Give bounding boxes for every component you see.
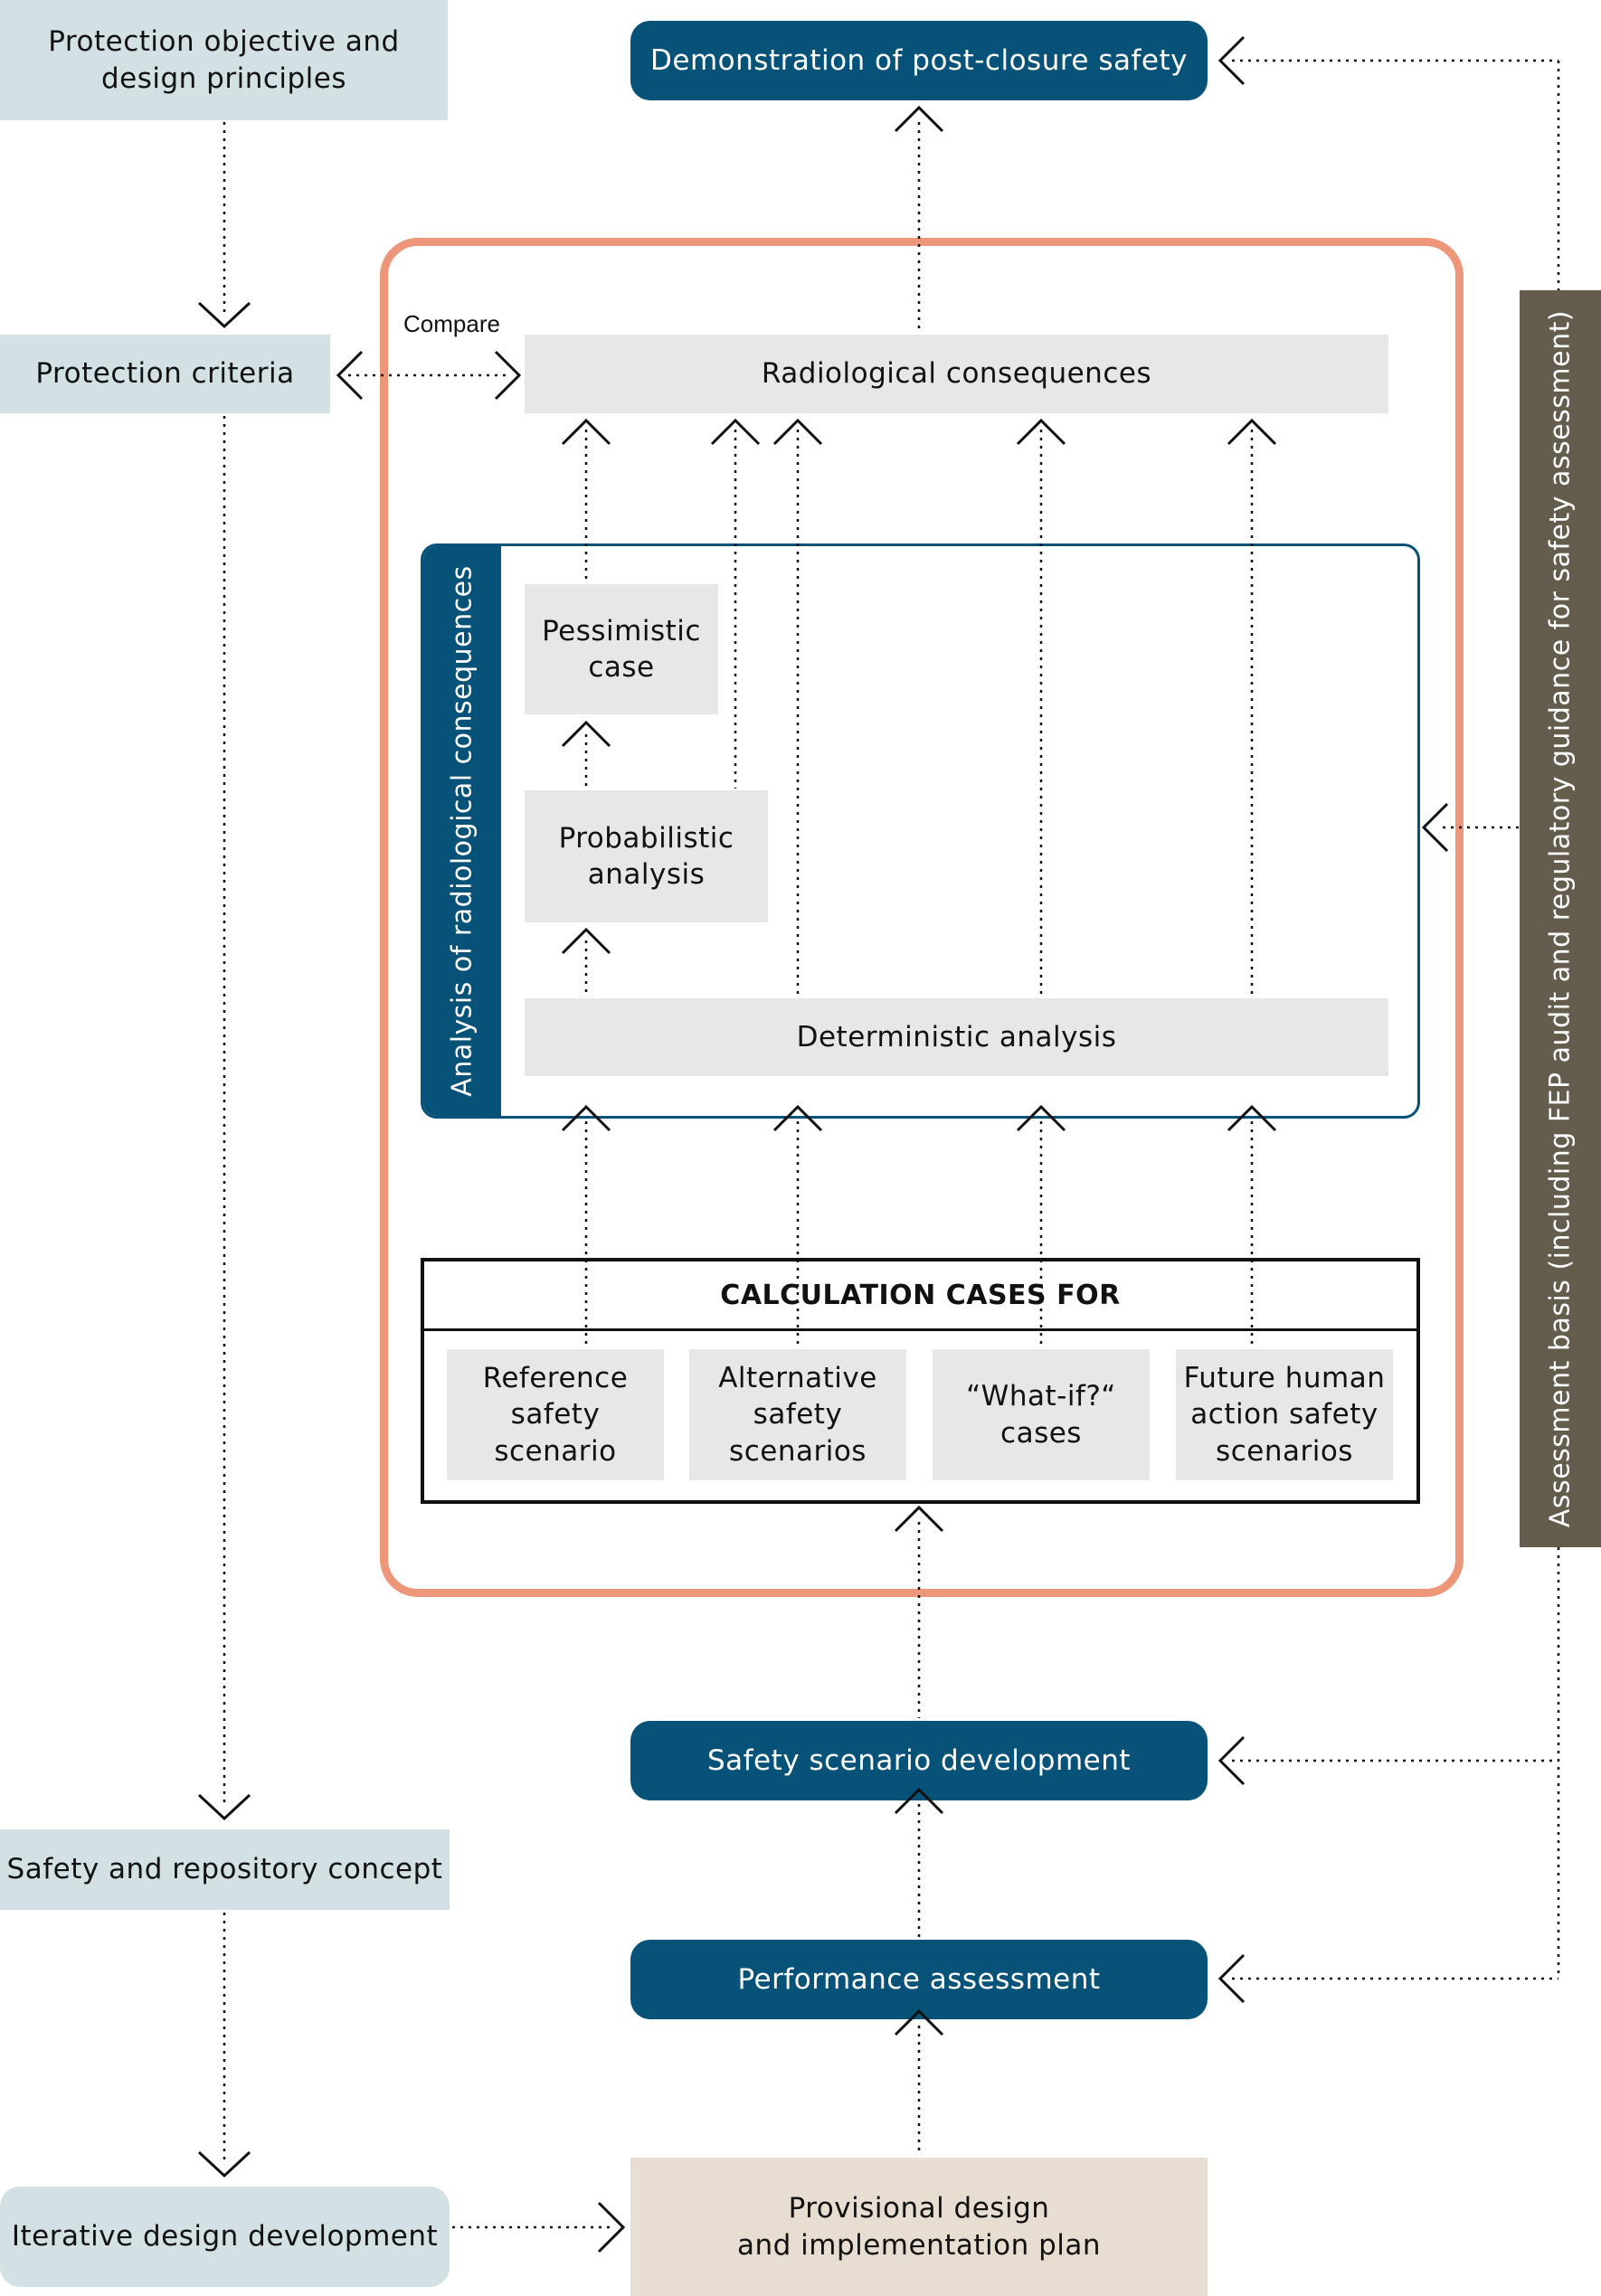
arrow-left-icon bbox=[1217, 1953, 1246, 2004]
analysis-sidebar: Analysis of radiological consequences bbox=[423, 546, 501, 1116]
arrow-down-icon bbox=[197, 2150, 251, 2178]
arrow-left-icon bbox=[1217, 1735, 1246, 1786]
probabilistic-analysis-node: Probabilistic analysis bbox=[525, 790, 768, 922]
protection-criteria-node: Protection criteria bbox=[0, 335, 330, 413]
arrow-down-icon bbox=[197, 301, 251, 329]
calc-case-alternative: Alternative safety scenarios bbox=[689, 1349, 906, 1480]
safety-assessment-frame bbox=[380, 238, 1464, 1597]
iterative-design-node: Iterative design development bbox=[0, 2187, 450, 2287]
calc-case-future-human: Future human action safety scenarios bbox=[1176, 1349, 1393, 1480]
calc-case-what-if: “What-if?“ cases bbox=[933, 1349, 1150, 1480]
provisional-design-node: Provisional design and implementation pl… bbox=[630, 2158, 1208, 2296]
assessment-basis-bar: Assessment basis (including FEP audit an… bbox=[1520, 290, 1601, 1547]
arrow-left-icon bbox=[336, 350, 364, 401]
arrow-right-icon bbox=[597, 2201, 626, 2253]
calc-case-reference: Reference safety scenario bbox=[447, 1349, 664, 1480]
analysis-frame: Analysis of radiological consequences bbox=[421, 543, 1420, 1119]
compare-label: Compare bbox=[403, 310, 500, 337]
radiological-consequences-node: Radiological consequences bbox=[525, 335, 1388, 413]
assessment-basis-label: Assessment basis (including FEP audit an… bbox=[1544, 309, 1577, 1528]
analysis-label: Analysis of radiological consequences bbox=[446, 565, 478, 1097]
safety-repository-concept-node: Safety and repository concept bbox=[0, 1829, 450, 1910]
demonstration-node: Demonstration of post-closure safety bbox=[630, 21, 1208, 100]
arrow-up-icon bbox=[894, 105, 944, 133]
pessimistic-case-node: Pessimistic case bbox=[525, 584, 718, 714]
arrow-left-icon bbox=[1217, 35, 1246, 86]
safety-scenario-development-node: Safety scenario development bbox=[630, 1721, 1208, 1800]
protection-objective-node: Protection objective and design principl… bbox=[0, 0, 448, 120]
arrow-down-icon bbox=[197, 1793, 251, 1821]
calculation-cases-header: CALCULATION CASES FOR bbox=[424, 1261, 1416, 1331]
performance-assessment-node: Performance assessment bbox=[630, 1940, 1208, 2019]
deterministic-analysis-node: Deterministic analysis bbox=[525, 998, 1388, 1076]
